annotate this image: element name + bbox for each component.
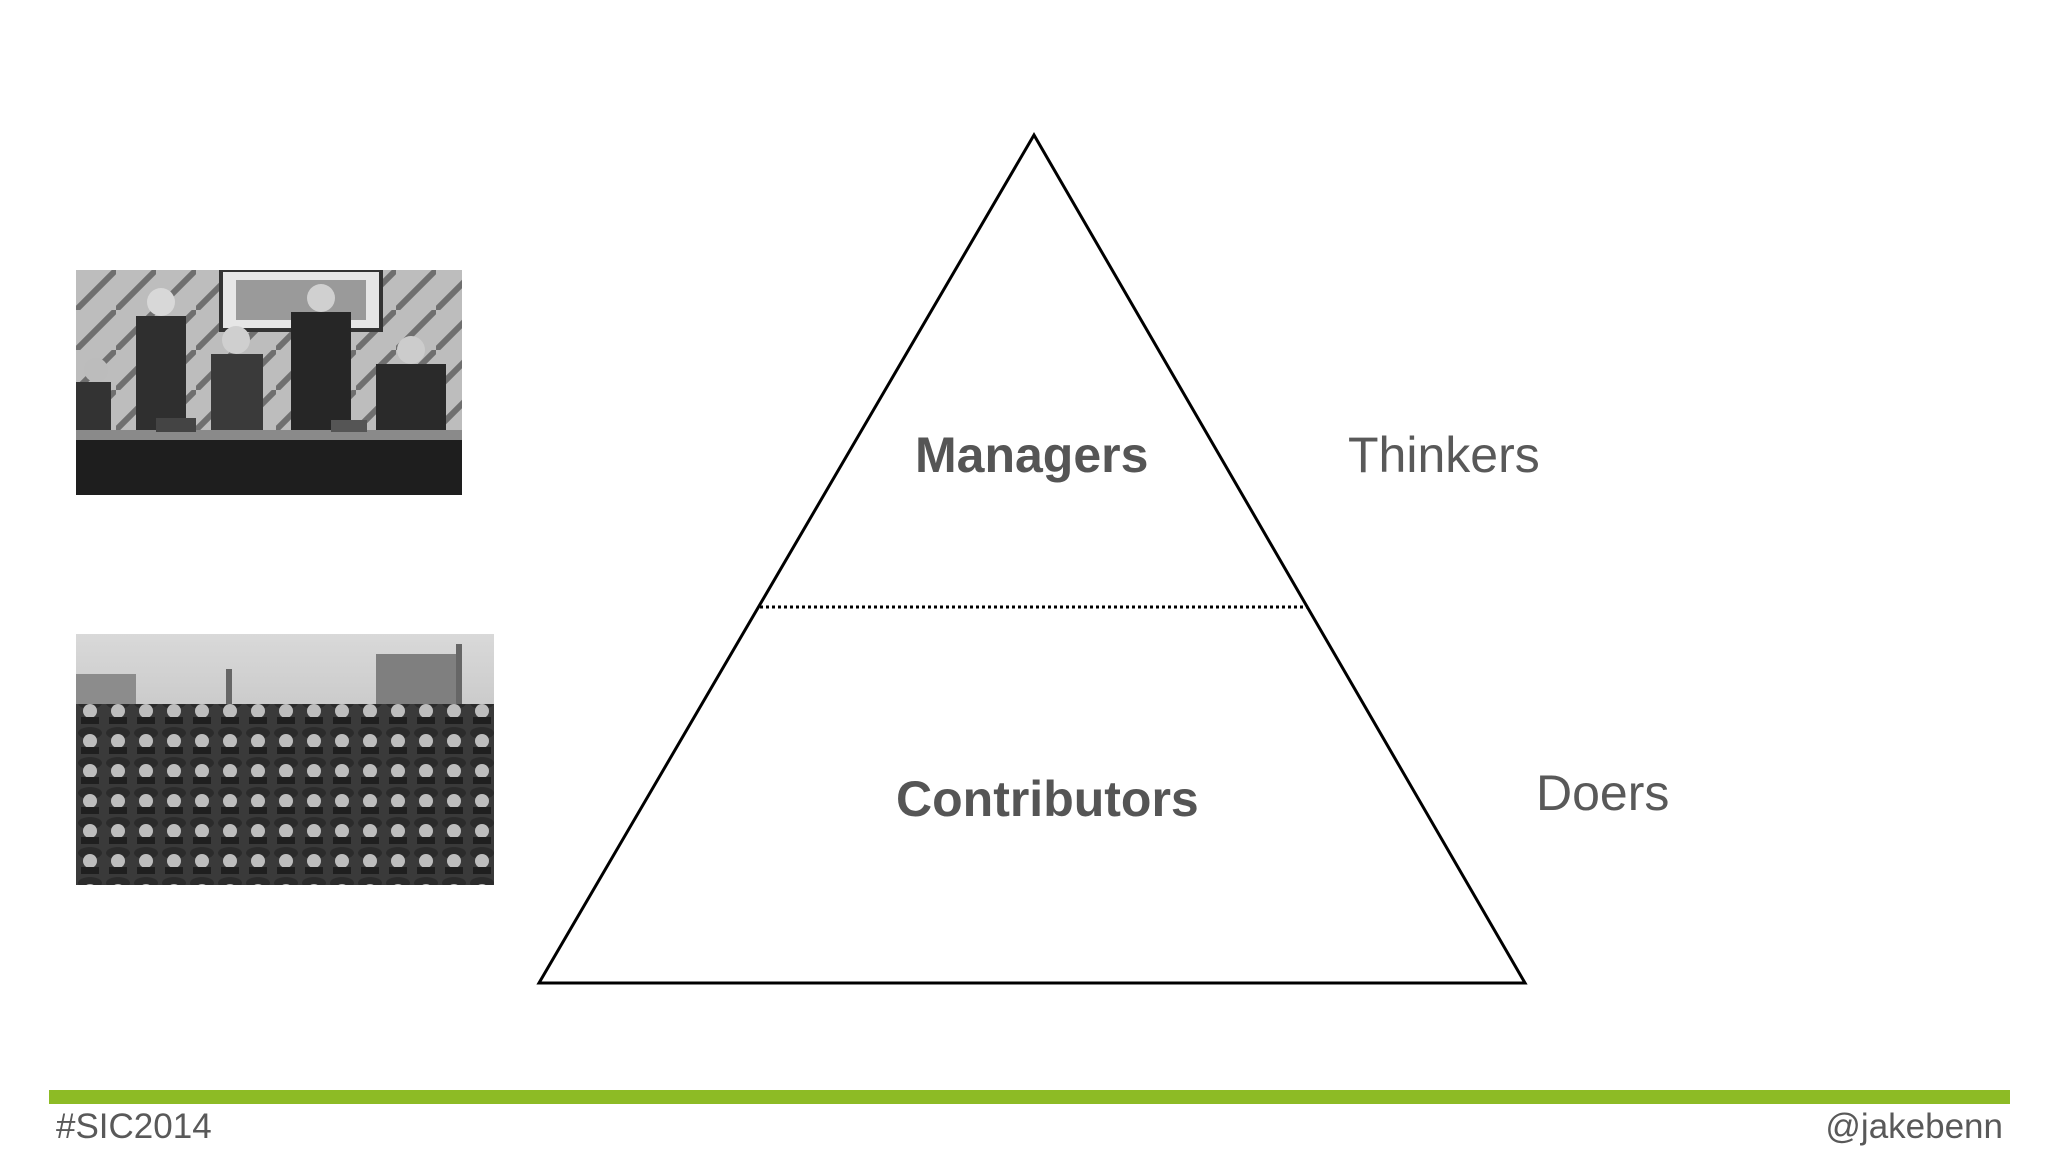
workers-photo [76, 634, 494, 885]
tier-label-contributors: Contributors [896, 771, 1199, 827]
role-label-thinkers: Thinkers [1348, 427, 1540, 483]
footer-handle: @jakebenn [1825, 1107, 2003, 1146]
pyramid-outline [536, 132, 1528, 985]
footer-accent-bar [49, 1090, 2010, 1104]
managers-photo [76, 270, 462, 495]
tier-label-managers: Managers [915, 427, 1149, 483]
footer-hashtag: #SIC2014 [56, 1107, 212, 1146]
role-label-doers: Doers [1536, 765, 1670, 821]
